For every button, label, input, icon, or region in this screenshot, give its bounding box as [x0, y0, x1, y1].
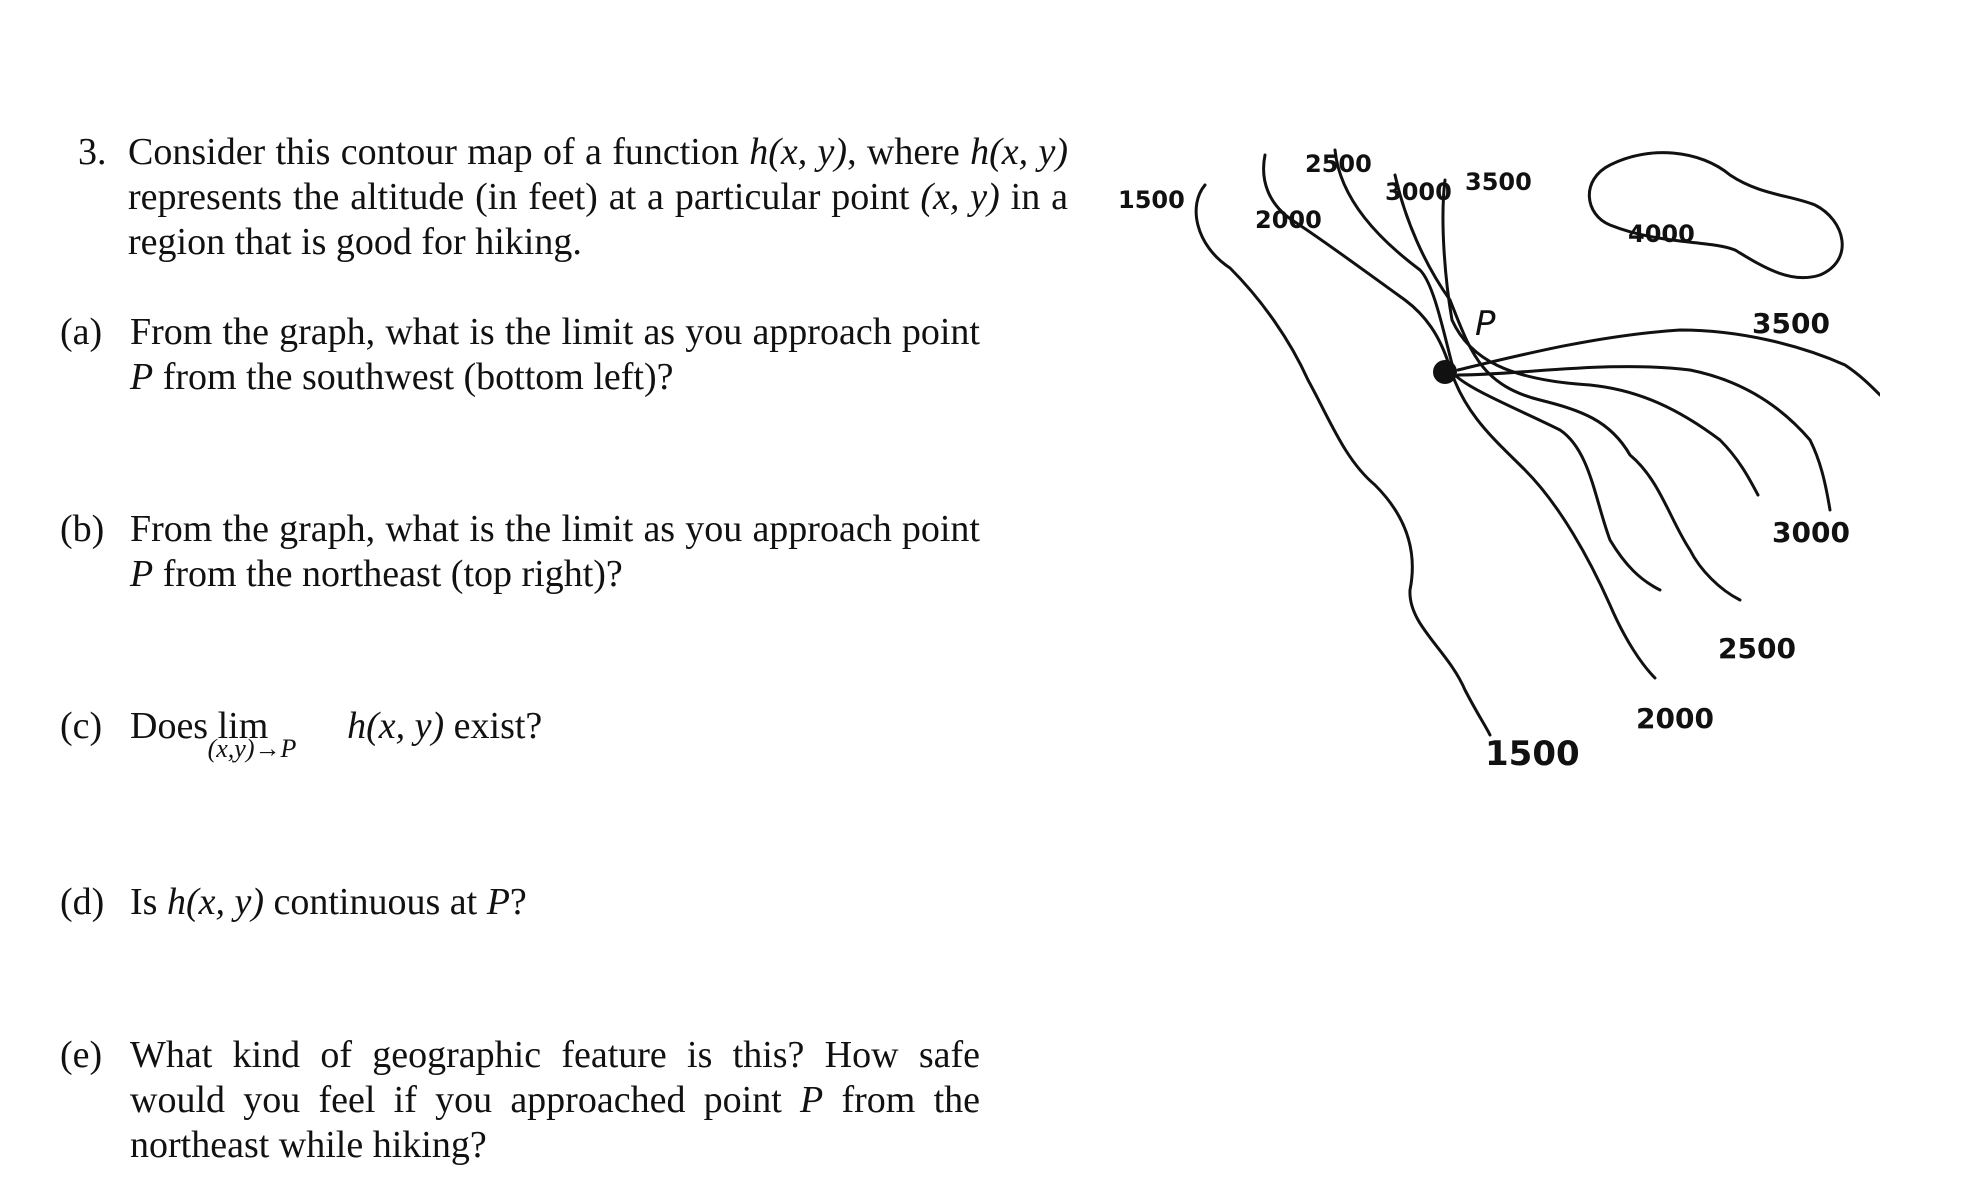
- label-2500-top: 2500: [1305, 150, 1372, 178]
- contour-2500: [1333, 148, 1662, 592]
- part-c-text: Does lim(x,y)→P h(x, y) exist?: [130, 704, 543, 763]
- point-p-marker: [1433, 360, 1457, 384]
- contour-3000: [1393, 173, 1742, 602]
- label-2500-right: 2500: [1718, 632, 1796, 665]
- label-3000-top: 3000: [1385, 178, 1452, 206]
- part-b-text: From the graph, what is the limit as you…: [130, 508, 980, 595]
- contour-3500: [1441, 178, 1760, 497]
- contour-3500-b: [1456, 328, 1880, 397]
- part-a-text: From the graph, what is the limit as you…: [130, 311, 980, 398]
- point-p-label: P: [1475, 304, 1496, 344]
- label-3500-top: 3500: [1465, 168, 1532, 196]
- problem-intro: Consider this contour map of a function …: [128, 131, 1068, 263]
- part-e-label: (e): [60, 1034, 103, 1076]
- part-d: (d) Is h(x, y) continuous at P?: [60, 880, 980, 925]
- problem-number: 3.: [78, 131, 107, 173]
- part-a-label: (a): [60, 311, 103, 353]
- limit-operator: lim(x,y)→P: [208, 704, 338, 763]
- limit-subscript: (x,y)→P: [207, 734, 297, 763]
- part-e-text: What kind of geographic feature is this?…: [130, 1034, 981, 1166]
- label-1500-bottom: 1500: [1485, 734, 1580, 774]
- contour-1500: [1194, 183, 1492, 737]
- part-c: (c) Does lim(x,y)→P h(x, y) exist?: [60, 704, 980, 763]
- contour-2000: [1262, 153, 1657, 680]
- label-2000-bottom: 2000: [1636, 702, 1714, 735]
- contour-3000-b: [1456, 365, 1832, 512]
- label-3000-right: 3000: [1772, 516, 1850, 549]
- part-b: (b) From the graph, what is the limit as…: [60, 507, 980, 597]
- problem-3: 3. Consider this contour map of a functi…: [78, 130, 1068, 265]
- label-3500-right: 3500: [1752, 307, 1830, 340]
- label-4000: 4000: [1628, 220, 1695, 248]
- part-a: (a) From the graph, what is the limit as…: [60, 310, 980, 400]
- part-d-text: Is h(x, y) continuous at P?: [130, 881, 527, 923]
- part-d-label: (d): [60, 881, 105, 923]
- label-2000-top: 2000: [1255, 206, 1322, 234]
- contour-4000: [1587, 151, 1844, 280]
- part-b-label: (b): [60, 508, 105, 550]
- label-1500-top: 1500: [1118, 186, 1185, 214]
- part-c-label: (c): [60, 705, 103, 747]
- part-e: (e) What kind of geographic feature is t…: [60, 1033, 980, 1168]
- contour-map: P 1500 2000 2500 3000 3500 4000 3500 300…: [1118, 148, 1880, 774]
